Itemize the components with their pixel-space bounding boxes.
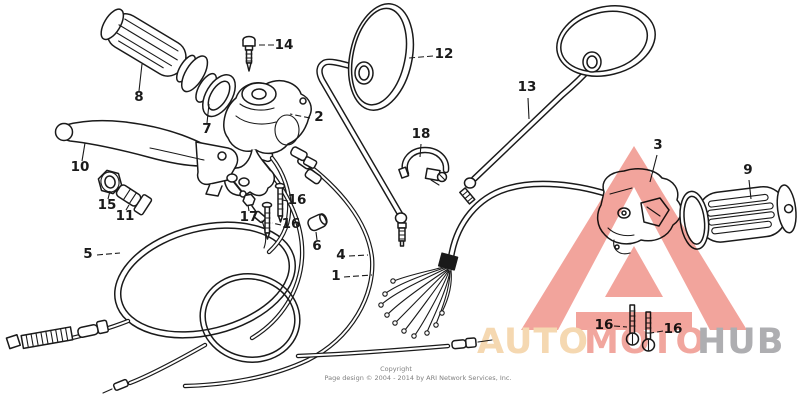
- leader-line-13-5: [527, 97, 530, 120]
- part-18-clamp-drawing: [398, 146, 450, 186]
- part-number-3-17: 3: [653, 137, 662, 153]
- part-number-12-4: 12: [435, 46, 454, 62]
- part-number-1-16: 1: [331, 268, 340, 284]
- leader-line-12-4: [408, 55, 434, 59]
- part-13-mirror-drawing: [459, 5, 656, 205]
- leader-line-1-16: [343, 274, 373, 278]
- leader-line-16-12: [281, 199, 289, 202]
- part-15-nut-drawing: [97, 169, 123, 195]
- watermark-text-moto: MOTO: [584, 322, 706, 362]
- part-number-2-3: 2: [314, 109, 323, 125]
- part-number-8-0: 8: [134, 89, 143, 105]
- leader-line-11-9: [125, 204, 130, 211]
- part-callouts: 871421213181015115171616641391616: [71, 37, 753, 337]
- watermark: AUTO MOTO HUB: [477, 146, 784, 362]
- wire-harness-drawing: [378, 180, 620, 339]
- leader-line-15-8: [107, 190, 111, 200]
- part-number-11-9: 11: [116, 208, 135, 224]
- part-5-cable-drawing: [5, 138, 297, 350]
- part-number-18-6: 18: [412, 126, 431, 142]
- part-7-throttle-pipe-drawing: [195, 72, 237, 118]
- part-8-grip-drawing: [100, 8, 209, 93]
- leader-line-9-18: [748, 179, 752, 200]
- leader-line-10-7: [81, 142, 86, 162]
- part-10-lever-drawing: [54, 119, 239, 197]
- part-number-14-2: 14: [275, 37, 294, 53]
- part-number-10-7: 10: [71, 159, 90, 175]
- part-number-13-5: 13: [518, 79, 537, 95]
- part-number-17-11: 17: [240, 209, 259, 225]
- watermark-text-auto: AUTO: [477, 322, 589, 362]
- part-number-15-8: 15: [98, 197, 117, 213]
- watermark-triangle-logo: [521, 146, 747, 330]
- part-2-switch-housing-drawing: [223, 80, 318, 197]
- part-12-mirror-drawing: [316, 3, 415, 247]
- part-9-grip-drawing: [679, 184, 797, 250]
- part-number-16-13: 16: [282, 216, 301, 232]
- part-6-cap-drawing: [307, 213, 328, 232]
- leader-line-6-14: [315, 231, 318, 241]
- leader-line-18-6: [419, 143, 422, 158]
- part-14-screw-drawing: [242, 35, 256, 72]
- part-number-4-15: 4: [336, 247, 345, 263]
- copyright-line-2: Page design © 2004 - 2014 by ARI Network…: [324, 374, 511, 382]
- part-number-7-1: 7: [202, 121, 211, 137]
- part-number-9-18: 9: [743, 162, 752, 178]
- copyright-line-1: Copyright: [380, 365, 412, 373]
- part-number-6-14: 6: [312, 238, 321, 254]
- leader-line-4-15: [348, 254, 369, 257]
- leader-line-5-10: [96, 252, 121, 256]
- part-number-16-12: 16: [288, 192, 307, 208]
- watermark-text-hub: HUB: [697, 322, 784, 362]
- part-16-screws-middle-drawing: [261, 182, 286, 240]
- leader-line-17-11: [247, 204, 250, 212]
- leader-line-16-13: [271, 222, 282, 226]
- leader-line-8-0: [138, 63, 143, 92]
- leader-line-16-20: [650, 330, 664, 334]
- leader-line-2-3: [289, 113, 311, 119]
- part-11-bolt-drawing: [115, 184, 153, 216]
- leader-line-7-1: [206, 103, 210, 124]
- part-number-5-10: 5: [83, 246, 92, 262]
